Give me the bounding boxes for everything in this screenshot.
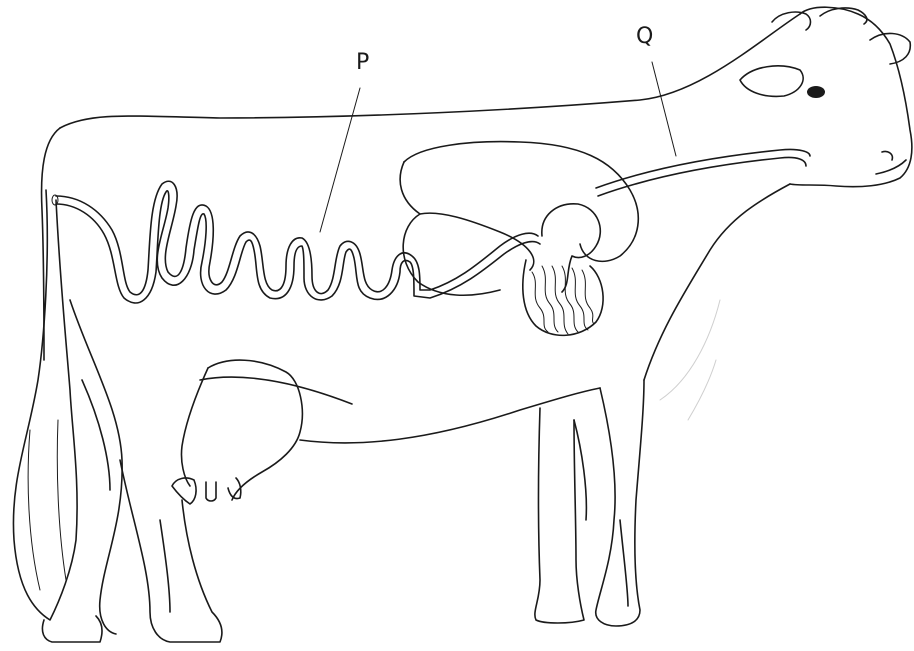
leader-line-q [652, 62, 676, 156]
leader-line-p [320, 88, 360, 232]
cow-body-outline [13, 14, 800, 642]
label-p: P [356, 52, 369, 74]
label-q: Q [636, 26, 653, 48]
intestine [52, 181, 540, 303]
oesophagus [596, 149, 810, 196]
stomach [400, 142, 638, 336]
